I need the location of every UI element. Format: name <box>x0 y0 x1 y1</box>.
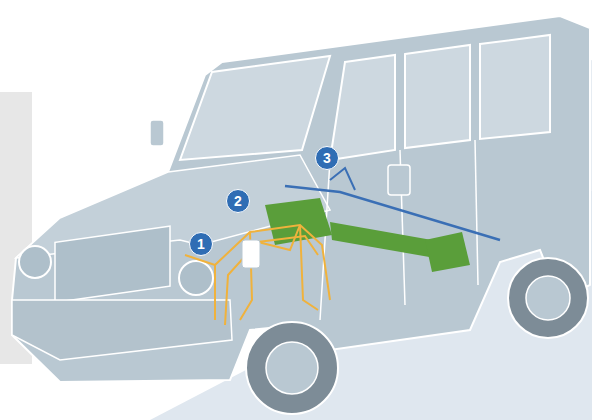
frame-structure <box>185 225 330 325</box>
rim <box>526 276 570 320</box>
engine-part <box>242 240 260 268</box>
rim <box>266 342 318 394</box>
tire <box>246 322 338 414</box>
mirror <box>388 165 410 195</box>
shaft-part <box>330 168 355 190</box>
chassis-part <box>425 232 470 272</box>
side-window <box>405 45 470 148</box>
door-line <box>475 140 478 285</box>
side-window <box>480 35 550 139</box>
windshield <box>180 56 330 160</box>
tire <box>508 258 588 338</box>
mirror <box>150 120 164 146</box>
bumper <box>12 300 232 360</box>
steering-shaft <box>285 186 500 240</box>
side-window <box>330 55 395 160</box>
headlight <box>179 261 213 295</box>
callout-number: 2 <box>226 189 250 213</box>
chassis-part <box>265 198 332 245</box>
callout-number: 1 <box>189 232 213 256</box>
headlight <box>19 246 51 278</box>
grille <box>55 226 170 302</box>
callout-number: 3 <box>315 146 339 170</box>
